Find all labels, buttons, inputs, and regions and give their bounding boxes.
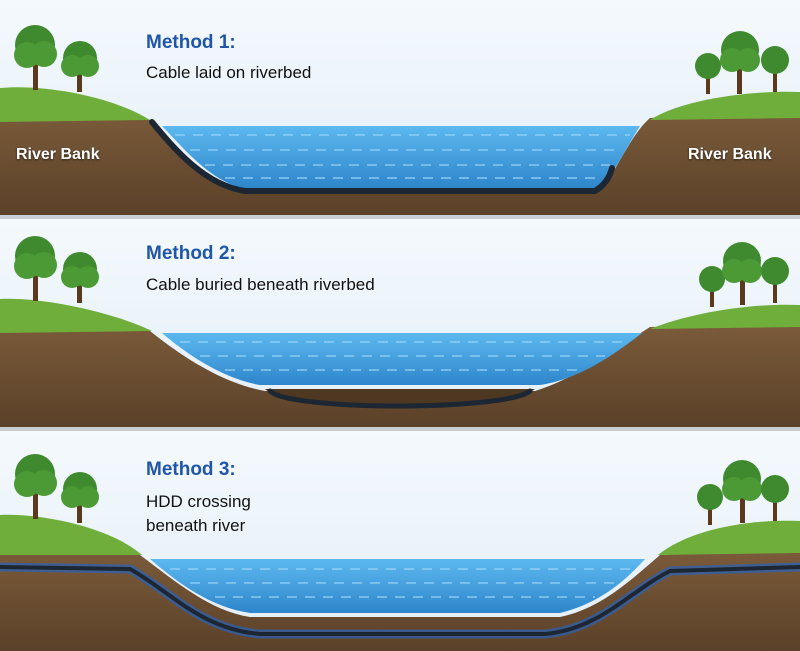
left-grass-bank — [0, 514, 142, 555]
method-3-description-line-1: HDD crossing — [146, 492, 251, 511]
soil — [0, 323, 800, 427]
river-water — [150, 559, 645, 613]
method-1-panel: Method 1: Cable laid on riverbed River B… — [0, 0, 800, 215]
right-river-bank-label: River Bank — [688, 146, 772, 163]
river-water — [162, 333, 642, 385]
tree-icon — [14, 454, 57, 519]
panel-divider — [0, 427, 800, 431]
method-3-panel: Method 3: HDD crossing beneath river — [0, 431, 800, 651]
panel-divider — [0, 215, 800, 219]
left-grass-bank — [0, 87, 150, 122]
method-3-description-line-2: beneath river — [146, 516, 246, 535]
tree-icon — [14, 236, 57, 301]
right-grass-bank — [658, 520, 800, 555]
left-grass-bank — [0, 298, 152, 333]
method-2-panel: Method 2: Cable buried beneath riverbed — [0, 219, 800, 427]
tree-icon — [722, 242, 762, 305]
tree-icon — [14, 25, 57, 90]
tree-icon — [761, 46, 789, 92]
cable — [267, 388, 533, 409]
tree-icon — [761, 257, 789, 303]
right-grass-bank — [650, 304, 800, 329]
tree-icon — [722, 460, 762, 523]
method-3-title: Method 3: — [146, 459, 236, 480]
tree-icon — [695, 53, 721, 94]
method-1-illustration — [0, 0, 800, 215]
cable — [149, 119, 615, 194]
river-water — [162, 126, 640, 188]
method-1-description: Cable laid on riverbed — [146, 63, 312, 82]
tree-icon — [761, 475, 789, 521]
cable-trench — [265, 389, 535, 404]
tree-icon — [61, 252, 99, 303]
left-river-bank-label: River Bank — [16, 146, 100, 163]
method-1-title: Method 1: — [146, 32, 236, 53]
tree-icon — [61, 41, 99, 92]
method-2-illustration — [0, 219, 800, 427]
soil — [0, 549, 800, 651]
right-grass-bank — [650, 91, 800, 120]
method-2-description: Cable buried beneath riverbed — [146, 275, 375, 294]
tree-icon — [61, 472, 99, 523]
cable — [0, 565, 800, 636]
tree-icon — [699, 266, 725, 307]
method-3-illustration — [0, 431, 800, 651]
soil — [0, 110, 800, 215]
method-2-title: Method 2: — [146, 243, 236, 264]
tree-icon — [720, 31, 760, 94]
tree-icon — [697, 484, 723, 525]
